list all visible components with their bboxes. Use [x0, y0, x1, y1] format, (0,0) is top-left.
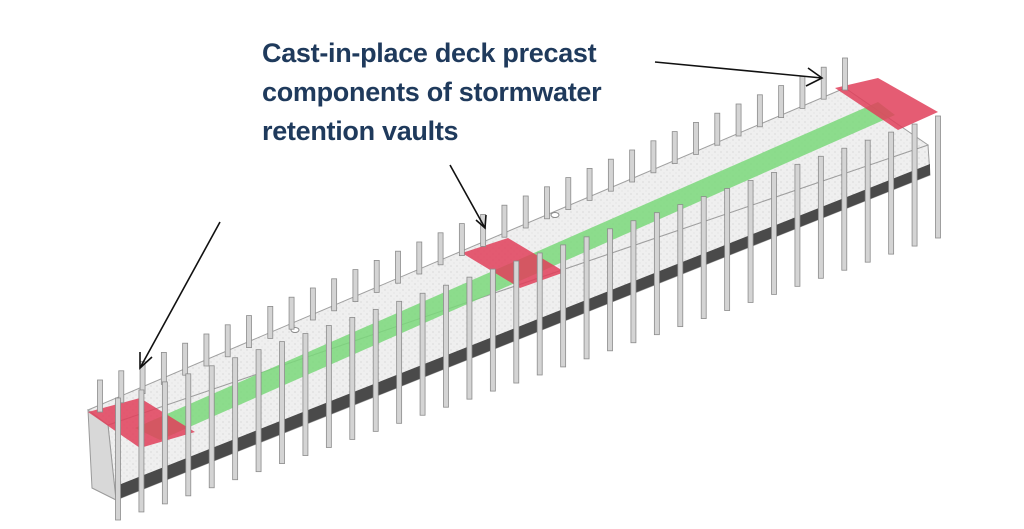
callout-line-1: Cast-in-place deck precast: [262, 38, 597, 68]
cast-in-place-zone-right: [835, 78, 938, 130]
post-front: [911, 123, 918, 247]
post-back: [820, 66, 827, 100]
post-front: [630, 220, 637, 344]
posts-back-row: [97, 57, 848, 413]
post-front: [607, 228, 613, 352]
post-back: [118, 370, 125, 404]
arrow-right-head: [805, 67, 824, 87]
post-front: [935, 115, 941, 239]
post-front: [747, 180, 754, 303]
post-back: [565, 177, 572, 211]
callout-text: Cast-in-place deck precast components of…: [262, 34, 622, 151]
post-front: [817, 155, 824, 279]
post-front: [443, 284, 449, 408]
post-front: [466, 276, 473, 400]
post-front: [138, 389, 145, 513]
post-front: [677, 204, 684, 328]
post-back: [671, 131, 678, 165]
post-back: [160, 351, 167, 385]
post-front: [700, 196, 707, 319]
arrow-middle: [449, 164, 486, 229]
post-back: [331, 278, 338, 312]
post-front: [161, 381, 168, 505]
post-front: [653, 212, 660, 336]
post-front: [560, 244, 567, 368]
post-front: [396, 300, 403, 424]
post-front: [794, 163, 801, 287]
post-back: [480, 213, 487, 247]
post-back: [246, 315, 252, 349]
post-back: [97, 379, 103, 413]
post-back: [693, 122, 699, 155]
callout-line-3: retention vaults: [262, 116, 459, 146]
post-back: [544, 186, 550, 220]
arrow-left-head: [139, 352, 153, 370]
post-back: [395, 250, 401, 284]
post-back: [309, 287, 316, 321]
posts-front-row: [115, 115, 941, 521]
post-back: [778, 85, 785, 118]
post-front: [864, 139, 871, 263]
arrow-middle-head: [475, 214, 487, 230]
post-back: [437, 232, 444, 266]
post-back: [458, 223, 465, 257]
post-front: [513, 260, 520, 384]
post-back: [629, 149, 636, 183]
post-front: [372, 308, 379, 432]
post-front: [349, 317, 356, 440]
callout-line-2: components of stormwater: [262, 77, 602, 107]
post-front: [419, 292, 426, 416]
post-front: [232, 357, 239, 481]
post-front: [255, 349, 262, 473]
post-back: [799, 76, 806, 109]
post-front: [536, 252, 543, 376]
post-front: [841, 147, 848, 271]
post-back: [501, 204, 508, 238]
post-back: [373, 259, 380, 293]
post-back: [352, 269, 359, 303]
post-back: [182, 342, 189, 376]
annotation-arrows: [139, 61, 824, 370]
post-front: [325, 325, 332, 448]
post-back: [288, 296, 295, 330]
post-back: [650, 140, 657, 174]
post-front: [279, 341, 285, 465]
post-back: [714, 112, 721, 146]
post-front: [888, 131, 895, 255]
post-back: [522, 195, 529, 229]
post-back: [735, 103, 742, 137]
post-back: [224, 324, 231, 358]
post-front: [115, 397, 121, 521]
deck-hole: [550, 212, 560, 218]
post-back: [756, 94, 763, 128]
post-front: [583, 236, 590, 360]
post-front: [208, 365, 215, 489]
post-front: [724, 188, 731, 311]
post-front: [489, 268, 496, 392]
arrow-left: [139, 221, 221, 369]
post-front: [771, 171, 777, 295]
post-back: [203, 333, 210, 367]
arrow-right: [654, 61, 823, 79]
post-back: [267, 305, 274, 339]
post-front: [185, 373, 192, 497]
post-back: [607, 158, 614, 192]
post-front: [302, 333, 309, 456]
post-back: [586, 167, 593, 201]
post-back: [416, 241, 423, 275]
post-back: [842, 57, 848, 91]
